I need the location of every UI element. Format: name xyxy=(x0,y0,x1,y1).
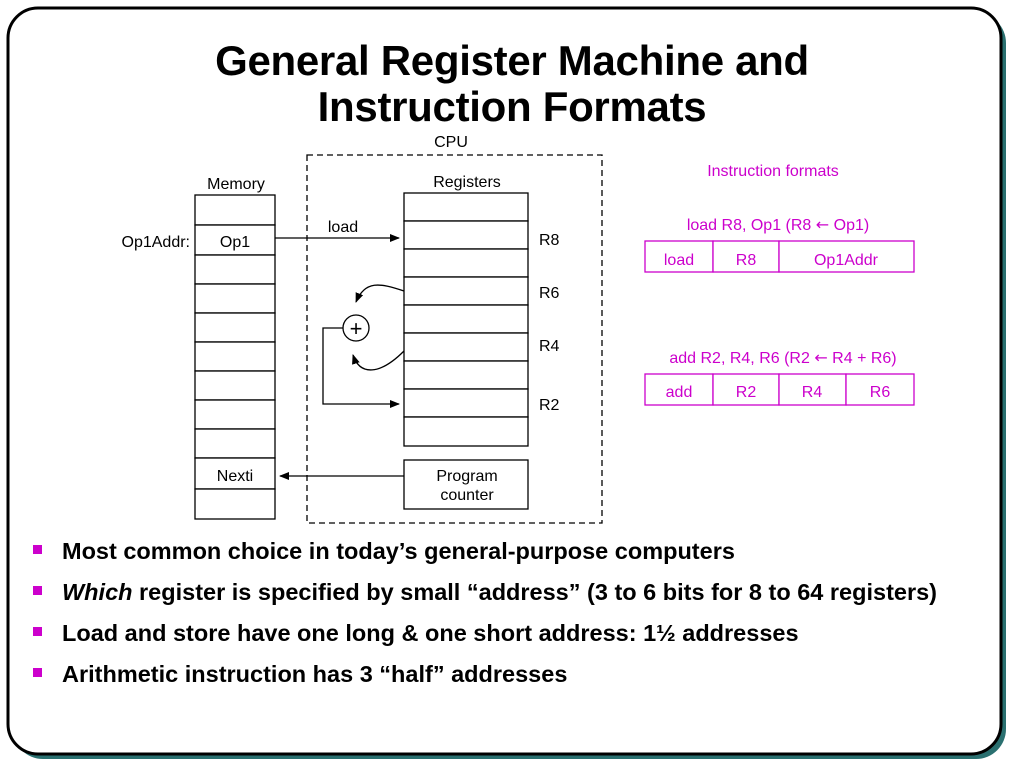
add-format-fields xyxy=(644,373,915,406)
load-field-box xyxy=(778,240,915,273)
register-cell xyxy=(403,304,529,334)
memory-cell xyxy=(194,370,276,401)
cpu-label: CPU xyxy=(434,134,468,151)
op1addr-label: Op1Addr: xyxy=(122,234,190,251)
nexti-cell-text: Nexti xyxy=(217,468,253,485)
instruction-formats-heading: Instruction formats xyxy=(707,163,839,180)
load-field-opcode: load xyxy=(664,252,694,269)
add-field-r6: R6 xyxy=(870,384,891,401)
register-cell xyxy=(403,220,529,250)
bullet-item: Which register is specified by small “ad… xyxy=(30,578,1000,607)
memory-cell xyxy=(194,194,276,226)
bullet-square-icon xyxy=(33,586,42,595)
load-arrow-label: load xyxy=(328,219,358,236)
memory-cell xyxy=(194,457,276,490)
bullet-text: Most common choice in today’s general-pu… xyxy=(62,538,735,564)
registers-label: Registers xyxy=(433,174,501,191)
op1-cell-text: Op1 xyxy=(220,234,250,251)
add-field-box xyxy=(845,373,915,406)
r6-to-adder-arrow xyxy=(355,284,405,303)
program-counter-line2: counter xyxy=(440,487,494,504)
register-cell xyxy=(403,248,529,278)
add-field-opcode: add xyxy=(666,384,693,401)
memory-cell xyxy=(194,488,276,520)
bullet-text: register is specified by small “address”… xyxy=(132,579,938,605)
register-cell xyxy=(403,416,529,447)
memory-cell xyxy=(194,428,276,459)
bullet-item: Arithmetic instruction has 3 “half” addr… xyxy=(30,660,1000,689)
register-name-r8: R8 xyxy=(539,232,560,249)
load-field-addr: Op1Addr xyxy=(814,252,879,269)
load-caption-arrow: ← xyxy=(816,215,829,234)
add-field-r4: R4 xyxy=(802,384,823,401)
bullet-item: Most common choice in today’s general-pu… xyxy=(30,537,1000,566)
bullet-square-icon xyxy=(33,668,42,677)
adder-to-r2-arrow xyxy=(322,327,400,408)
register-cells xyxy=(403,192,529,447)
title-line-2: Instruction Formats xyxy=(317,83,707,130)
bullet-item: Load and store have one long & one short… xyxy=(30,619,1000,648)
bullet-italic-text: Which xyxy=(62,579,133,605)
memory-cell xyxy=(194,399,276,430)
register-cell xyxy=(403,192,529,222)
register-cell xyxy=(403,276,529,306)
memory-label: Memory xyxy=(207,176,265,193)
title-line-1: General Register Machine and xyxy=(215,37,809,84)
load-format-caption: load R8, Op1 (R8 ← Op1) xyxy=(687,215,869,234)
load-field-reg: R8 xyxy=(736,252,757,269)
add-caption-prefix: add R2, R4, R6 (R2 xyxy=(669,350,814,367)
register-name-r4: R4 xyxy=(539,338,560,355)
register-cell xyxy=(403,388,529,418)
memory-cell xyxy=(194,254,276,285)
add-caption-suffix: R4 + R6) xyxy=(828,350,897,367)
r4-to-adder-arrow xyxy=(352,350,405,371)
bullet-square-icon xyxy=(33,545,42,554)
adder-symbol: + xyxy=(350,316,363,341)
load-field-box xyxy=(644,240,714,273)
load-field-box xyxy=(712,240,780,273)
bullet-list: Most common choice in today’s general-pu… xyxy=(30,537,1000,701)
register-cell xyxy=(403,360,529,390)
memory-cells xyxy=(194,194,276,520)
bullet-square-icon xyxy=(33,627,42,636)
add-field-box xyxy=(712,373,780,406)
add-field-box xyxy=(644,373,714,406)
add-format-caption: add R2, R4, R6 (R2 ← R4 + R6) xyxy=(669,348,896,367)
load-format-fields xyxy=(644,240,915,273)
register-name-r2: R2 xyxy=(539,397,560,414)
register-cell xyxy=(403,332,529,362)
memory-cell xyxy=(194,312,276,343)
add-caption-arrow: ← xyxy=(814,348,827,367)
memory-cell xyxy=(194,341,276,372)
program-counter-box xyxy=(403,459,529,510)
bullet-text: Load and store have one long & one short… xyxy=(62,620,799,646)
slide-title: General Register Machine and Instruction… xyxy=(0,38,1024,130)
load-caption-suffix: Op1) xyxy=(829,217,869,234)
bullet-text: Arithmetic instruction has 3 “half” addr… xyxy=(62,661,568,687)
cpu-box xyxy=(306,154,603,524)
add-field-r2: R2 xyxy=(736,384,757,401)
memory-cell xyxy=(194,283,276,314)
register-name-r6: R6 xyxy=(539,285,560,302)
program-counter-line1: Program xyxy=(436,468,497,485)
load-caption-prefix: load R8, Op1 (R8 xyxy=(687,217,816,234)
